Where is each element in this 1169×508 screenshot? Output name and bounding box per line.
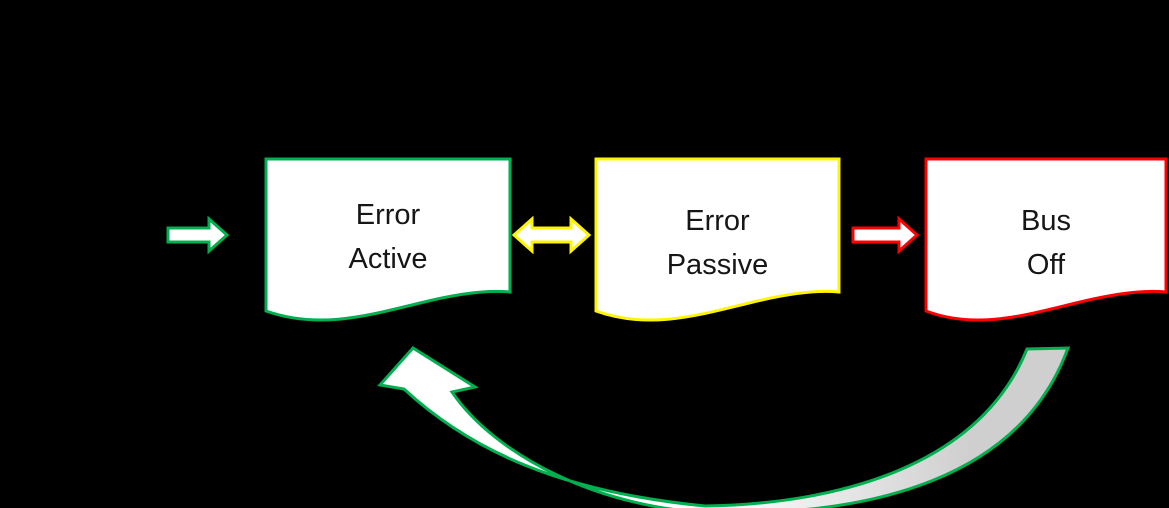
error-active-box	[264, 157, 512, 322]
entry-arrow	[166, 215, 230, 255]
right-arrow	[851, 215, 920, 255]
error-passive-box	[594, 157, 841, 322]
curved-recovery-arrow	[377, 346, 1071, 508]
bus-off-box	[924, 157, 1168, 322]
bidirectional-arrow	[511, 215, 592, 255]
